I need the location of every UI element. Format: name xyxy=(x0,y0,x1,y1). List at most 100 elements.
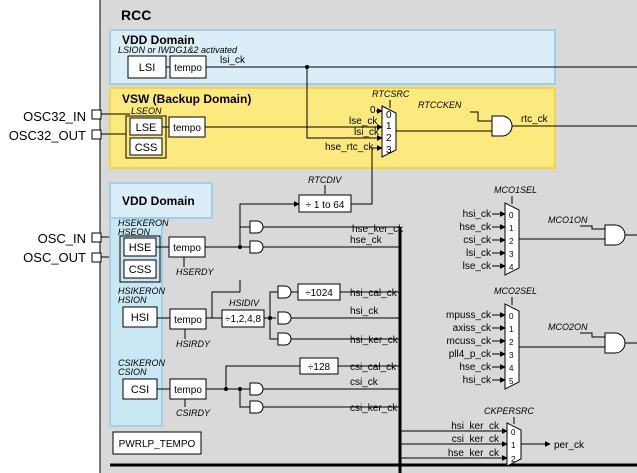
vdd-domain-top-title: VDD Domain xyxy=(122,33,195,47)
hsirdy-label: HSIRDY xyxy=(176,339,211,349)
vsw-domain-title: VSW (Backup Domain) xyxy=(122,92,251,106)
ckpersrc-mux xyxy=(506,422,522,467)
rtcsrc-sel-1: 1 xyxy=(386,121,392,132)
csirdy-label: CSIRDY xyxy=(176,408,211,418)
pin-osc32-out-pad xyxy=(91,129,102,140)
mco2-sel-3: 3 xyxy=(509,351,514,360)
mco1-in-1: hse_ck xyxy=(459,222,492,233)
csi-ck-label: csi_ck xyxy=(350,377,379,388)
mco2-in-4: hse_ck xyxy=(459,362,492,373)
mco1sel-title: MCO1SEL xyxy=(494,185,537,195)
csi-ker-ck-label: csi_ker_ck xyxy=(350,403,398,414)
pwrlp-tempo-label: PWRLP_TEMPO xyxy=(119,439,196,450)
mco2-in-5: hsi_ck xyxy=(463,375,492,386)
mco2-sel-0: 0 xyxy=(509,312,514,321)
ckpersrc-title: CKPERSRC xyxy=(484,406,535,416)
mco1-sel-0: 0 xyxy=(509,211,514,220)
rtcsrc-sel-0: 0 xyxy=(386,110,392,121)
hseon-label: HSEON xyxy=(118,227,151,237)
ckper-in-1: csi_ker_ck xyxy=(452,434,500,445)
ckper-sel-1: 1 xyxy=(511,441,516,450)
csi-gate xyxy=(249,382,264,396)
csion-label: CSION xyxy=(118,367,147,377)
mco2-mux xyxy=(504,303,520,390)
hsi-cal-ck-label: hsi_cal_ck xyxy=(350,288,398,299)
hsi-block xyxy=(122,306,158,328)
hsidiv-label: HSIDIV xyxy=(229,298,260,308)
ckper-in-0: hsi_ker_ck xyxy=(451,421,500,432)
mco2-in-0: mpuss_ck xyxy=(446,310,492,321)
mco1-in-3: lsi_ck xyxy=(466,248,492,259)
mco2-in-3: pll4_p_ck xyxy=(449,349,492,360)
pin-osc-out-pad xyxy=(91,252,102,263)
hsi-label: HSI xyxy=(131,312,149,324)
pwrlp-tempo-block xyxy=(112,431,202,455)
hse-label: HSE xyxy=(129,242,152,254)
ckper-in-2: hse_ker_ck xyxy=(448,448,500,459)
mco1-sel-3: 3 xyxy=(509,250,514,259)
pin-osc32-in-pad xyxy=(91,109,102,120)
hsi-gate xyxy=(277,311,292,325)
mco1-gate xyxy=(604,224,626,246)
csi-label: CSI xyxy=(131,384,149,396)
lse-label: LSE xyxy=(136,122,157,134)
div1024-label: ÷1024 xyxy=(305,288,333,299)
mco1-sel-1: 1 xyxy=(509,224,514,233)
rtcsrc-sel-2: 2 xyxy=(386,133,392,144)
vsw-domain xyxy=(109,87,556,169)
pin-osc-in-pad xyxy=(91,232,102,243)
mco2-gate xyxy=(604,332,626,354)
hsi-ker-ck-label: hsi_ker_ck xyxy=(350,335,399,346)
hse-gate xyxy=(249,240,264,254)
rtcdiv-label: RTCDIV xyxy=(308,175,342,185)
mco1-in-4: lse_ck xyxy=(463,261,492,272)
rtcsrc-label: RTCSRC xyxy=(372,89,410,99)
rtcdiv-div: ÷ 1 to 64 xyxy=(306,200,345,211)
mco1on-label: MCO1ON xyxy=(548,215,588,225)
mco2-sel-1: 1 xyxy=(509,325,514,334)
pin-osc32-out: OSC32_OUT xyxy=(9,128,86,143)
mco2sel-title: MCO2SEL xyxy=(494,286,537,296)
rcc-title: RCC xyxy=(121,7,151,23)
lse-css-label: CSS xyxy=(135,142,158,154)
lsi-label: LSI xyxy=(139,62,156,74)
rtcsrc-sel-3: 3 xyxy=(386,145,392,156)
mco2-sel-2: 2 xyxy=(509,338,514,347)
lsion-note: LSION or IWDG1&2 activated xyxy=(118,45,238,55)
lsi-tempo-label: tempo xyxy=(174,63,202,74)
ckper-sel-0: 0 xyxy=(511,428,516,437)
ckper-sel-2: 2 xyxy=(511,455,516,464)
hsekeron-label: HSEKERON xyxy=(118,218,169,228)
pin-osc-in: OSC_IN xyxy=(38,231,86,246)
mco1-sel-4: 4 xyxy=(509,263,514,272)
hsion-label: HSION xyxy=(118,295,147,305)
pin-osc-out: OSC_OUT xyxy=(23,250,86,265)
hse-osc-group xyxy=(119,235,161,283)
rtc-and-gate xyxy=(491,115,513,137)
lseon-label: LSEON xyxy=(131,106,162,116)
mco2-sel-4: 4 xyxy=(509,364,514,373)
rtcsrc-in-lsi: lsi_ck xyxy=(354,127,380,138)
rtcsrc-in-hse-rtc: hse_rtc_ck xyxy=(325,142,374,153)
hse-css-block xyxy=(123,259,157,279)
csi-cal-ck-label: csi_cal_ck xyxy=(350,362,397,373)
div128-label: ÷128 xyxy=(308,362,331,373)
rtcsrc-in-lse: lse_ck xyxy=(349,116,378,127)
lse-tempo-label: tempo xyxy=(173,123,201,134)
per-ck-label: per_ck xyxy=(554,440,585,451)
hsidiv-div: ÷1,2,4,8 xyxy=(225,314,262,325)
lse-css-block xyxy=(129,137,163,156)
csi-ker-gate xyxy=(249,400,264,414)
hsi-ck-label: hsi_ck xyxy=(350,306,379,317)
pin-osc32-in: OSC32_IN xyxy=(23,109,86,124)
rtccken-label: RTCCKEN xyxy=(418,100,462,110)
hse-ker-gate xyxy=(249,220,264,234)
vsw-osc-group xyxy=(125,115,167,159)
hse-ck-label: hse_ck xyxy=(350,235,383,246)
mco2-in-2: mcuss_ck xyxy=(447,336,492,347)
mco2on-label: MCO2ON xyxy=(548,322,588,332)
rtcsrc-in-0: 0 xyxy=(370,105,376,116)
rtc-ck-label: rtc_ck xyxy=(521,114,549,125)
mco1-in-0: hsi_ck xyxy=(463,209,492,220)
